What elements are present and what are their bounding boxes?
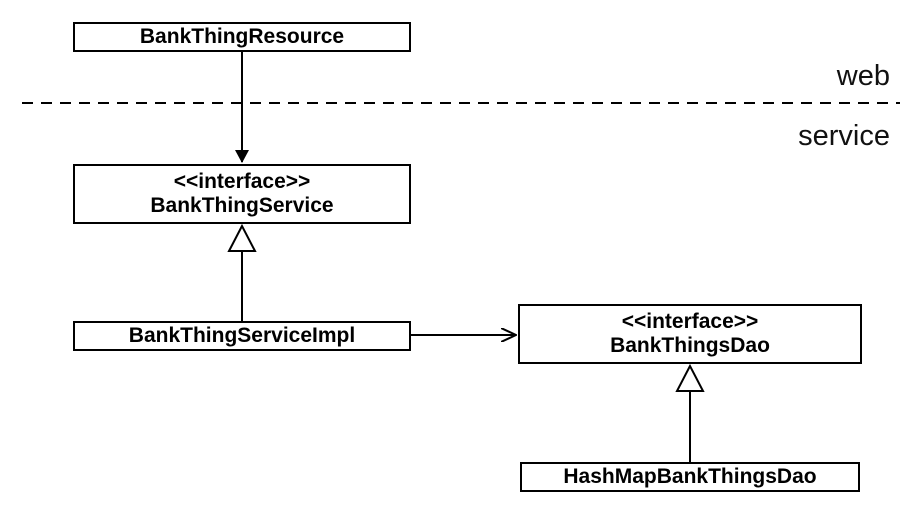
bank-thing-service-impl-box: BankThingServiceImpl — [73, 321, 411, 351]
class-name: BankThingService — [150, 194, 334, 217]
stereotype-label: <<interface>> — [621, 310, 759, 333]
stereotype-label: <<interface>> — [173, 170, 311, 193]
bank-thing-service-box: <<interface>> BankThingService — [73, 164, 411, 224]
hashmap-realization-triangle — [675, 363, 705, 392]
class-name: BankThingsDao — [610, 334, 770, 357]
class-name: BankThingServiceImpl — [128, 324, 356, 347]
service-layer-label: service — [798, 120, 890, 152]
class-name: HashMapBankThingsDao — [563, 465, 817, 488]
web-layer-label: web — [836, 60, 890, 92]
impl-realization-triangle — [227, 223, 257, 252]
class-name: BankThingResource — [139, 25, 345, 48]
bank-things-dao-box: <<interface>> BankThingsDao — [518, 304, 862, 364]
hash-map-bank-things-dao-box: HashMapBankThingsDao — [520, 462, 860, 492]
bank-thing-resource-box: BankThingResource — [73, 22, 411, 52]
